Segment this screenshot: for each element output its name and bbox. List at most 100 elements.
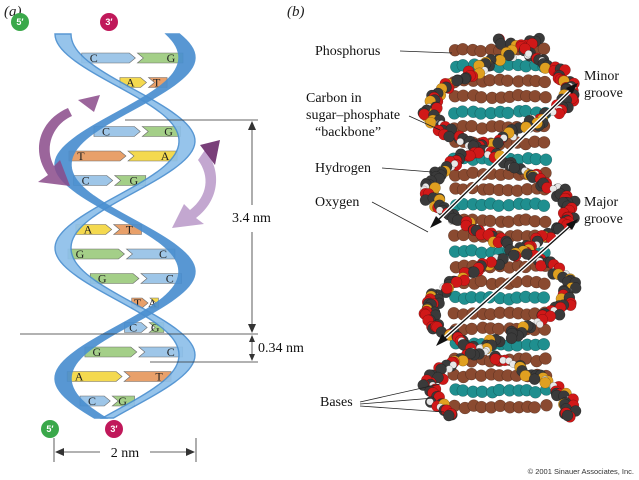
width-dimension: 2 nm bbox=[53, 438, 197, 462]
base-atom bbox=[539, 215, 552, 229]
three-prime-top-marker bbox=[100, 13, 118, 31]
base-right bbox=[125, 248, 176, 260]
callout-carbon: Carbon in sugar–phosphate “backbone” bbox=[306, 91, 441, 140]
base-right-letter: A bbox=[148, 296, 157, 310]
base-left-letter: T bbox=[77, 149, 85, 163]
base-atom bbox=[540, 399, 553, 412]
backbone-atom bbox=[443, 409, 455, 422]
backbone-atom bbox=[539, 376, 551, 389]
panel-b-label: (b) bbox=[287, 4, 305, 20]
callout-hydrogen-text: Hydrogen bbox=[315, 161, 371, 176]
callout-bases: Bases bbox=[320, 383, 445, 413]
backbone-strand-1 bbox=[54, 33, 196, 419]
base-atom bbox=[529, 386, 542, 399]
base-right-letter: A bbox=[161, 149, 170, 163]
backbone-atom bbox=[451, 74, 463, 87]
base-left-letter: A bbox=[75, 370, 84, 384]
callout-bases-text: Bases bbox=[320, 395, 353, 410]
callout-oxygen-text: Oxygen bbox=[315, 195, 359, 210]
pitch-label: 3.4 nm bbox=[232, 211, 271, 226]
backbone-atom bbox=[508, 249, 520, 262]
callout-major-groove: Major groove bbox=[584, 195, 623, 227]
backbone-atom bbox=[505, 332, 518, 345]
base-right-letter: C bbox=[166, 272, 174, 286]
backbone-atom bbox=[535, 260, 547, 272]
base-left-letter: C bbox=[88, 394, 96, 408]
base-left bbox=[93, 126, 141, 137]
copyright-text: © 2001 Sinauer Associates, Inc. bbox=[528, 467, 634, 476]
callout-hydrogen: Hydrogen bbox=[315, 161, 433, 176]
base-right-letter: C bbox=[167, 345, 175, 359]
rotation-arrowhead-right bbox=[200, 140, 220, 165]
five-prime-top-label: 5′ bbox=[16, 17, 23, 27]
callout-carbon-line1: Carbon in bbox=[306, 91, 362, 106]
base-atom bbox=[465, 322, 479, 336]
base-atom bbox=[502, 215, 515, 229]
width-label: 2 nm bbox=[111, 446, 140, 461]
rotation-arrowhead-left bbox=[78, 95, 100, 112]
base-left-letter: C bbox=[102, 125, 110, 139]
minor-groove-arrow bbox=[430, 83, 578, 228]
base-atom bbox=[528, 401, 541, 414]
base-atom bbox=[537, 199, 551, 212]
base-left-letter: C bbox=[90, 51, 98, 65]
backbone-atom bbox=[508, 161, 521, 174]
callout-phosphorus-text: Phosphorus bbox=[315, 44, 380, 59]
callout-minor-line2: groove bbox=[584, 86, 623, 101]
backbone-atom bbox=[492, 137, 504, 149]
backbone-atom bbox=[528, 373, 541, 385]
base-left bbox=[84, 346, 138, 358]
backbone-atom bbox=[536, 320, 544, 329]
backbone-atom bbox=[503, 49, 515, 62]
backbone-atom bbox=[443, 130, 455, 143]
base-right bbox=[140, 273, 183, 284]
base-right bbox=[136, 52, 184, 64]
base-left-letter: A bbox=[84, 223, 93, 237]
base-atom bbox=[537, 338, 551, 351]
base-atom bbox=[537, 291, 551, 304]
base-atom bbox=[537, 136, 551, 149]
base-right-letter: T bbox=[126, 223, 134, 237]
backbones-group bbox=[54, 33, 196, 419]
base-atom bbox=[528, 89, 542, 103]
base-right-letter: T bbox=[155, 370, 163, 384]
base-right-letter: G bbox=[164, 125, 173, 139]
space-filling-model bbox=[417, 32, 582, 423]
callout-carbon-line2: sugar–phosphate bbox=[306, 108, 400, 123]
base-atom bbox=[539, 352, 552, 365]
base-right bbox=[127, 150, 178, 162]
base-atom bbox=[501, 106, 515, 120]
base-atom bbox=[492, 322, 505, 336]
base-atom bbox=[466, 166, 480, 179]
callout-major-line1: Major bbox=[584, 195, 619, 210]
backbone-atom bbox=[524, 49, 533, 58]
base-left-letter: C bbox=[82, 174, 90, 188]
rotation-arrow-left bbox=[38, 108, 72, 186]
five-prime-bottom-marker bbox=[41, 420, 59, 438]
base-left-letter: A bbox=[126, 76, 135, 90]
callout-minor-groove: Minor groove bbox=[584, 69, 623, 101]
base-atom bbox=[474, 44, 487, 58]
callout-oxygen: Oxygen bbox=[315, 195, 429, 233]
base-atom bbox=[465, 119, 478, 133]
base-atom bbox=[502, 198, 516, 212]
base-left-letter: T bbox=[134, 296, 142, 310]
callout-carbon-line3: “backbone” bbox=[315, 125, 381, 140]
five-prime-bottom-label: 5′ bbox=[46, 424, 53, 434]
rotation-arrow-right bbox=[172, 150, 217, 228]
callout-minor-line1: Minor bbox=[584, 69, 619, 84]
base-left-letter: G bbox=[93, 345, 102, 359]
base-right-letter: G bbox=[129, 174, 138, 188]
three-prime-top-label: 3′ bbox=[105, 17, 112, 27]
base-atom bbox=[456, 105, 469, 118]
base-right bbox=[137, 346, 184, 358]
